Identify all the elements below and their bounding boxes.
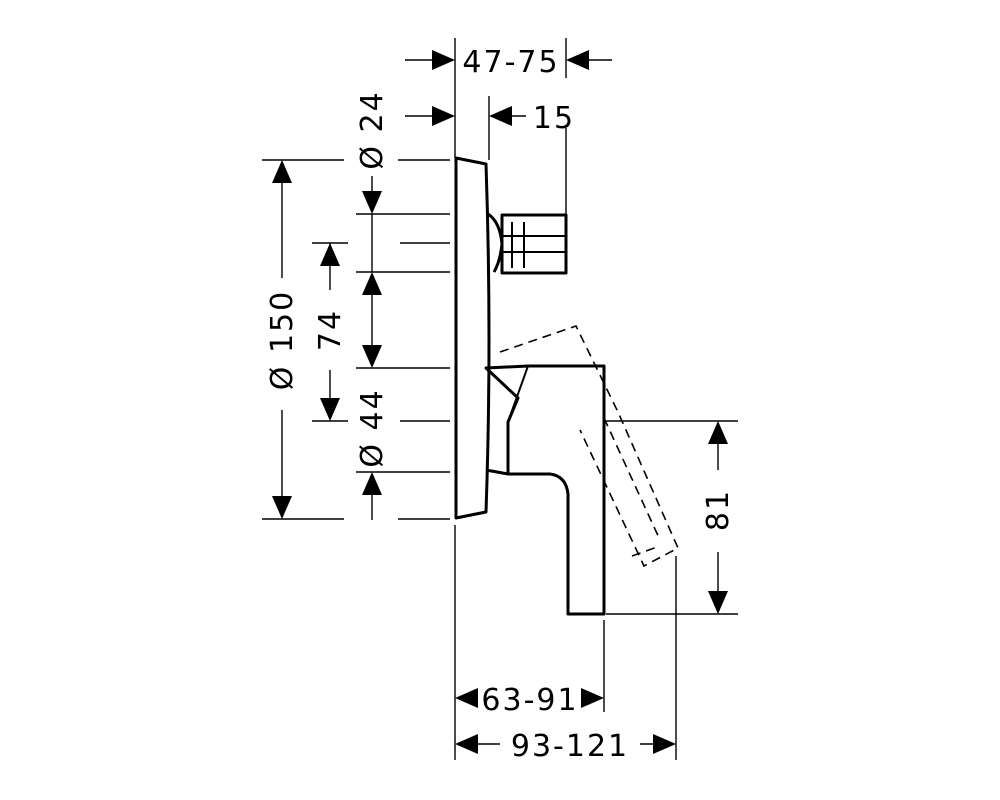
dim-spout-diameter: Ø 24 [355, 90, 390, 169]
dim-handle-depth-rotated: 93-121 [511, 729, 629, 764]
dim-top-width: 47-75 [462, 45, 559, 80]
dim-lines [272, 50, 728, 754]
dim-plate-diameter: Ø 150 [265, 290, 300, 390]
cover-plate [454, 156, 491, 520]
mixer-handle [484, 364, 606, 616]
dim-center-distance: 74 [313, 309, 348, 351]
handle-rotated-dashed [499, 325, 680, 568]
dim-handle-depth: 63-91 [481, 683, 578, 718]
spout-connector [487, 212, 568, 275]
dim-handle-height: 81 [701, 489, 736, 531]
dim-spout-offset: 15 [533, 101, 575, 136]
dim-handle-diameter: Ø 44 [355, 388, 390, 467]
